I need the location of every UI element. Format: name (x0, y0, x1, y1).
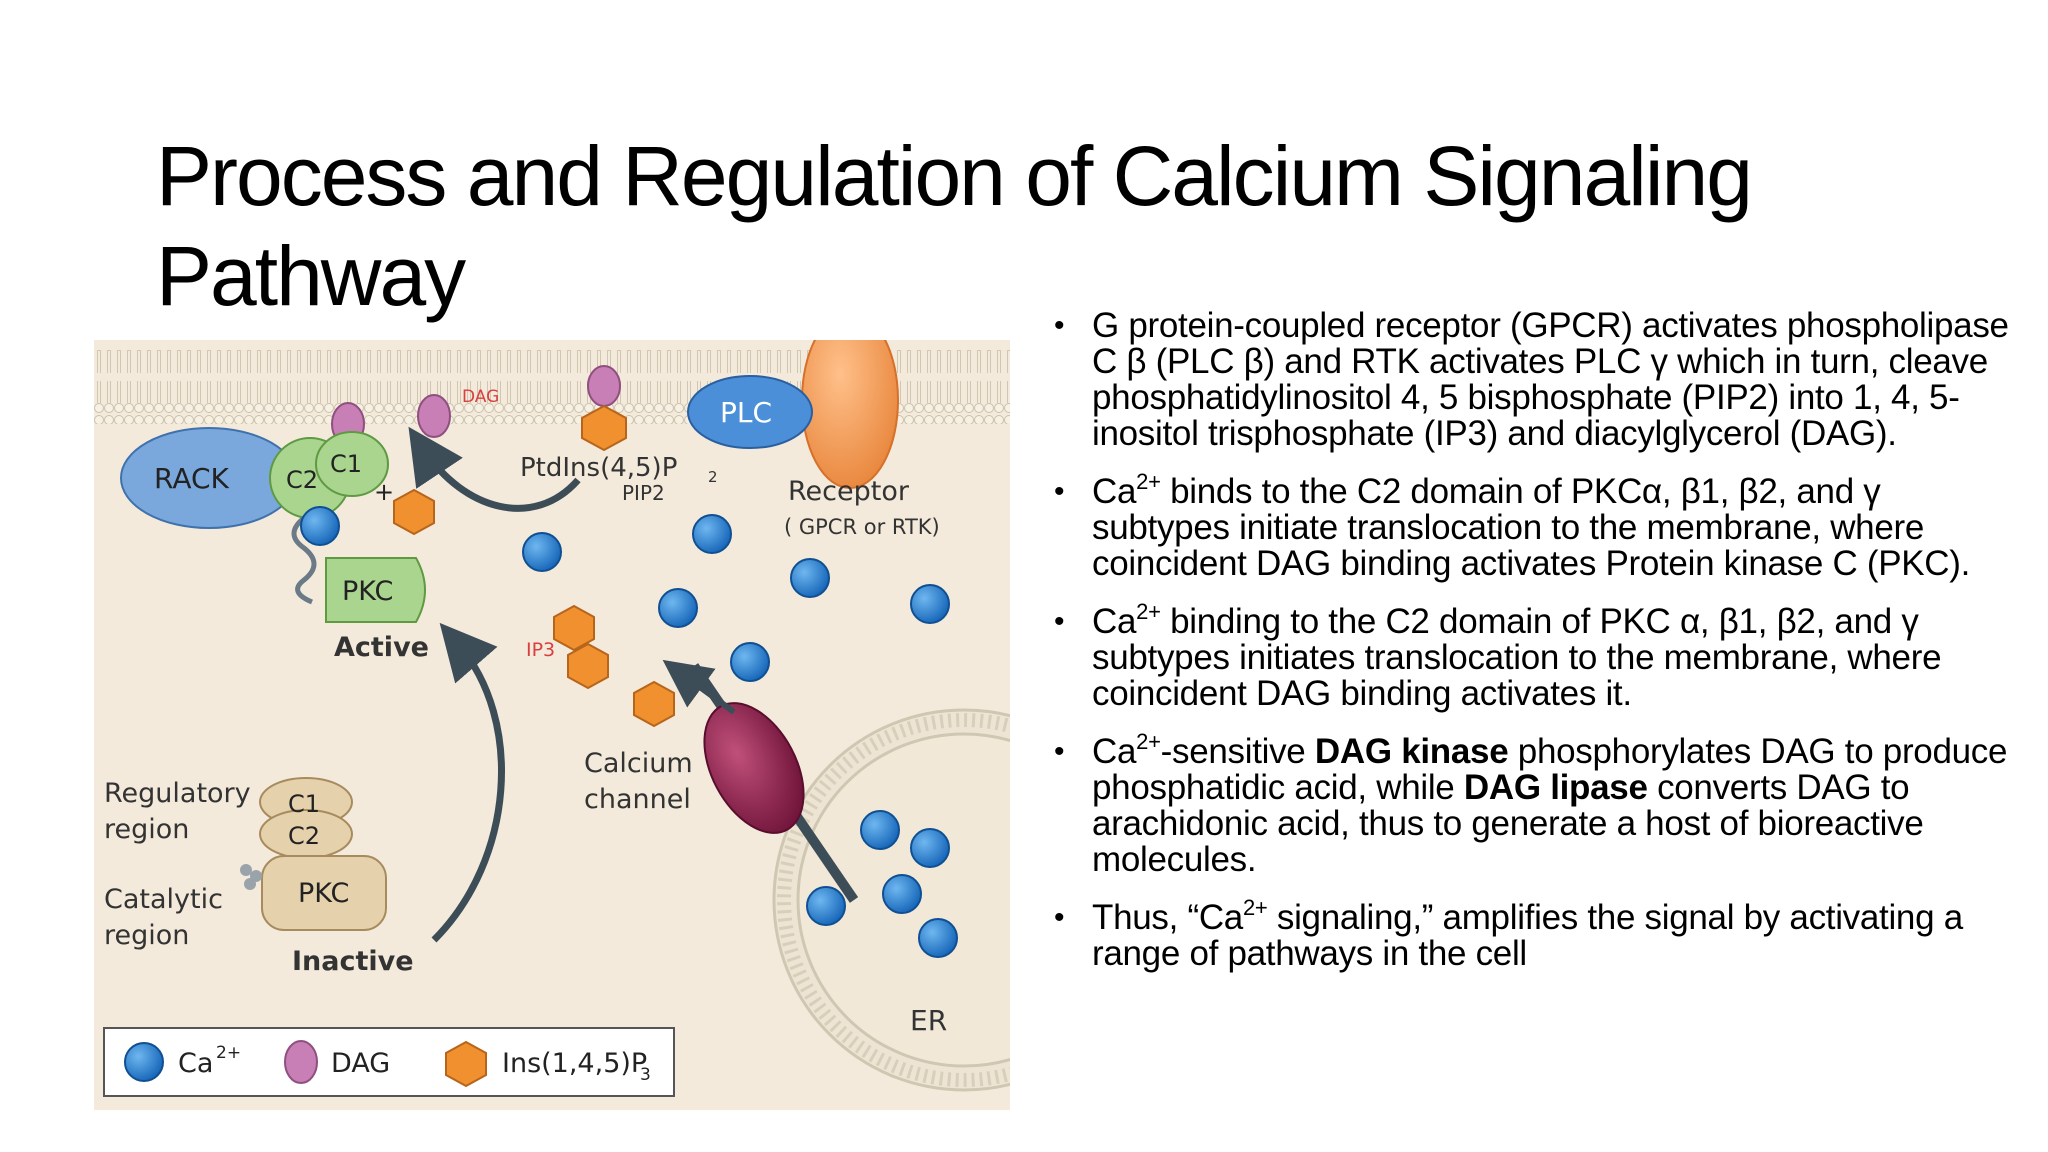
receptor: Receptor ( GPCR or RTK) (784, 340, 940, 539)
bullet-2-text: binds to the C2 domain of PKCα, β1, β2, … (1092, 472, 1971, 583)
er-label: ER (910, 1004, 947, 1037)
inactive-label: Inactive (292, 946, 414, 977)
slide-title: Process and Regulation of Calcium Signal… (156, 129, 1753, 324)
c1-active-label: C1 (330, 450, 362, 478)
pkc-active-label: PKC (342, 576, 393, 607)
plc-label: PLC (720, 396, 772, 429)
bullet-3-text: binding to the C2 domain of PKC α, β1, β… (1092, 602, 1942, 713)
pip2-label: PIP2 (622, 481, 665, 505)
bullet-item-1: G protein-coupled receptor (GPCR) activa… (1052, 308, 2012, 452)
bullet-4-bold-dag-lipase: DAG lipase (1463, 768, 1648, 807)
bullet-item-3: Ca2+ binding to the C2 domain of PKC α, … (1052, 601, 2012, 713)
bullet-4-bold-dag-kinase: DAG kinase (1314, 732, 1509, 771)
bullet-item-2: Ca2+ binds to the C2 domain of PKCα, β1,… (1052, 471, 2012, 583)
pkc-inactive-label: PKC (298, 878, 349, 909)
calcium-ions (300, 506, 958, 958)
bullet-4-text: -sensitive (1160, 732, 1315, 771)
bullet-1-text: G protein-coupled receptor (GPCR) activa… (1092, 306, 2009, 453)
receptor-label: Receptor (788, 476, 910, 507)
active-pkc-complex: RACK C2 C1 + PKC Active (120, 427, 429, 663)
bullet-5-sup: 2+ (1242, 895, 1268, 920)
dag-small-label: DAG (462, 387, 499, 407)
calcium-label: Calcium (584, 748, 693, 779)
legend-ca-label: Ca (178, 1048, 213, 1079)
regulatory-region-label: region (104, 814, 189, 845)
bullet-4-sup: 2+ (1136, 729, 1161, 754)
regulatory-label: Regulatory (104, 778, 251, 809)
bullet-4-pre: Ca (1092, 732, 1137, 771)
release-arrow (662, 659, 736, 715)
legend-dag-label: DAG (331, 1048, 390, 1079)
bullet-4-mid: phosphorylates DAG to produce phosphatid… (1092, 732, 2008, 807)
cleavage-arrow (408, 426, 581, 512)
bullet-item-5: Thus, “Ca2+ signaling,” amplifies the si… (1052, 897, 2012, 973)
plus-label: + (374, 478, 394, 506)
catalytic-region-label: region (104, 920, 189, 951)
rack-label: RACK (154, 462, 230, 495)
bullet-3-pre: Ca (1092, 602, 1137, 641)
bullet-3-sup: 2+ (1136, 599, 1161, 624)
plc-enzyme: PLC (687, 375, 813, 449)
c1-inactive-label: C1 (288, 790, 320, 818)
calcium-signaling-diagram: ER Receptor ( GPCR or RTK) PLC PtdIns(4,… (94, 340, 1010, 1130)
legend-ins-subscript: 3 (640, 1065, 651, 1085)
activation-arrow (431, 622, 505, 943)
channel-label: channel (584, 784, 691, 815)
bullet-item-4: Ca2+-sensitive DAG kinase phosphorylates… (1052, 731, 2012, 879)
ip3-molecules (393, 488, 675, 728)
bullet-5-pre: Thus, “Ca (1092, 898, 1243, 937)
legend-dag-swatch (284, 1040, 318, 1084)
pip-subscript: 2 (708, 468, 718, 486)
bullet-2-pre: Ca (1092, 472, 1137, 511)
pip2-molecule: PtdIns(4,5)P 2 PIP2 (520, 365, 718, 505)
legend-calcium-swatch (124, 1042, 164, 1082)
legend-ca-superscript: 2+ (216, 1043, 241, 1063)
c2-inactive-label: C2 (288, 822, 320, 850)
legend-ins-swatch (445, 1040, 487, 1088)
c2-active-label: C2 (286, 466, 318, 494)
bullet-4-post: converts DAG to arachidonic acid, thus t… (1092, 768, 1924, 879)
pip-label: PtdIns(4,5)P (520, 453, 677, 483)
dag-molecule (417, 394, 451, 438)
ip3-label: IP3 (526, 639, 555, 661)
legend-ins-label: Ins(1,4,5)P (502, 1048, 647, 1079)
inactive-pkc: C1 C2 PKC Inactive Regulatory region Cat… (104, 777, 414, 977)
catalytic-label: Catalytic (104, 884, 223, 915)
bullet-5-text: signaling,” amplifies the signal by acti… (1092, 898, 1963, 973)
legend: Ca 2+ DAG Ins(1,4,5)P 3 (103, 1027, 675, 1097)
active-label: Active (334, 632, 429, 663)
receptor-type-label: ( GPCR or RTK) (784, 515, 940, 539)
bullet-2-sup: 2+ (1136, 469, 1161, 494)
bullet-list: G protein-coupled receptor (GPCR) activa… (1052, 308, 2012, 994)
